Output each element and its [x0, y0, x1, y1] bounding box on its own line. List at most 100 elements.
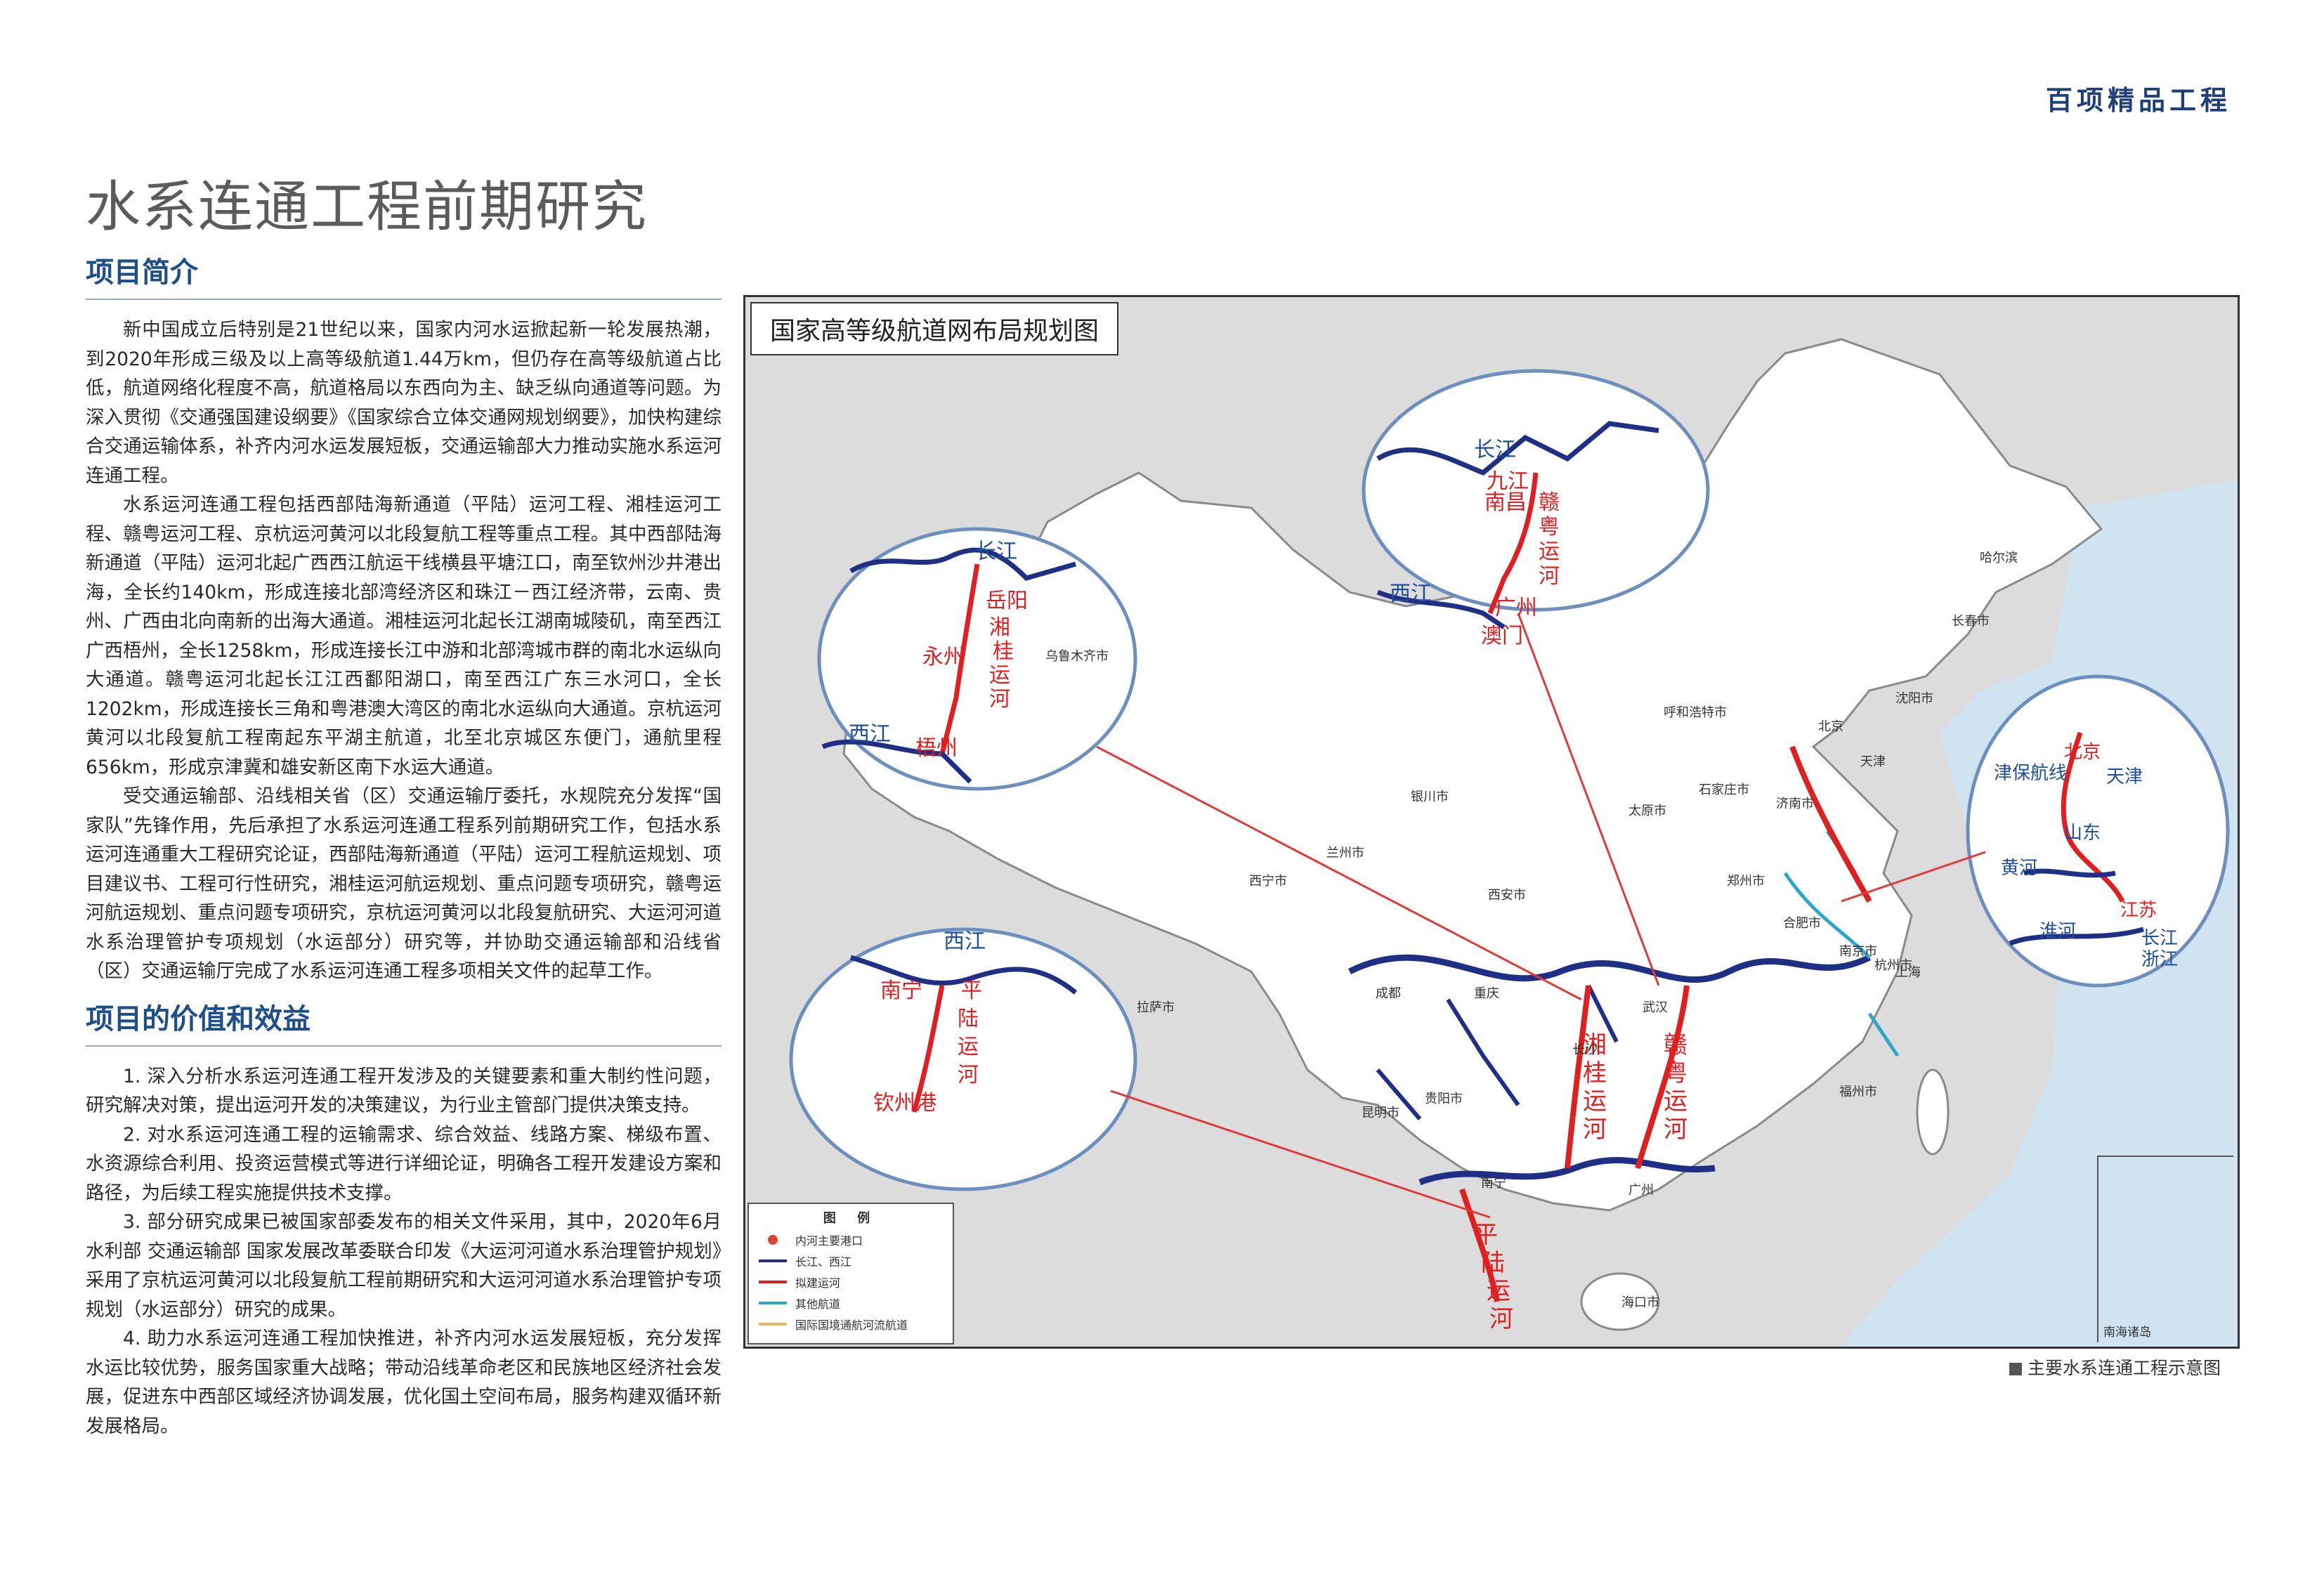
place-label: 呼和浩特市 [1664, 705, 1727, 720]
callout-label: 陆 [958, 1007, 979, 1031]
place-label: 天津 [1860, 754, 1886, 769]
callout-label: 西江 [849, 722, 891, 747]
canal-label: 赣 [1664, 1031, 1687, 1059]
line-swatch-icon [759, 1302, 787, 1304]
china-land [842, 338, 2103, 1212]
place-label: 海口市 [1621, 1295, 1659, 1310]
callout-label: 河 [989, 687, 1010, 712]
place-label: 太原市 [1628, 804, 1666, 818]
callout-label: 浙江 [2141, 949, 2179, 970]
callout-label: 天津 [2106, 766, 2143, 787]
yangtze-river [1347, 954, 1872, 983]
place-label: 贵阳市 [1425, 1092, 1463, 1106]
intro-paragraph-3: 受交通运输部、沿线相关省（区）交通运输厅委托，水规院充分发挥“国家队”先锋作用，… [86, 785, 722, 982]
place-label: 济南市 [1776, 797, 1814, 811]
callout-label: 岳阳 [986, 589, 1028, 613]
callout-label: 运 [989, 663, 1010, 688]
callout-label: 永州 [922, 645, 965, 669]
canal-label: 运 [1664, 1087, 1687, 1115]
south-china-sea-inset [2097, 1156, 2233, 1342]
value-paragraph-1: 1. 深入分析水系运河连通工程开发涉及的关键要素和重大制约性问题，研究解决对策，… [86, 1065, 722, 1117]
place-label: 成都 [1376, 986, 1401, 1001]
legend-item: 国际国境通航河流航道 [749, 1314, 953, 1335]
legend-item: 内河主要港口 [749, 1229, 953, 1250]
callout-label: 淮河 [2039, 921, 2077, 942]
line-swatch-icon [759, 1323, 787, 1326]
page-title: 水系连通工程前期研究 [86, 176, 648, 239]
place-label: 上海 [1895, 965, 1921, 980]
callout-label: 津保航线 [1994, 763, 2068, 784]
value-paragraph-3: 3. 部分研究成果已被国家部委发布的相关文件采用，其中，2020年6月水利部 交… [86, 1211, 722, 1321]
intro-paragraph-1: 新中国成立后特别是21世纪以来，国家内河水运掀起新一轮发展热潮，到2020年形成… [86, 319, 722, 487]
map-svg [745, 297, 2238, 1347]
place-label: 广州 [1628, 1183, 1654, 1198]
xianggui-canal [1565, 985, 1591, 1169]
place-label: 兰州市 [1326, 846, 1364, 861]
section-heading-intro: 项目简介 [86, 249, 722, 300]
callout-label: 粤 [1539, 515, 1560, 539]
callout-label: 桂 [993, 639, 1014, 664]
place-label: 长春市 [1952, 614, 1990, 629]
place-label: 武汉 [1643, 1000, 1668, 1015]
callout-label: 西江 [944, 929, 986, 954]
place-label: 北京 [1818, 719, 1843, 734]
canal-label: 湘 [1583, 1031, 1607, 1059]
callout-label: 平 [961, 979, 982, 1003]
callout-label: 南昌 [1484, 490, 1527, 515]
jinghang-canal [1789, 745, 1872, 903]
canal-label: 河 [1664, 1115, 1687, 1144]
canal-label: 粤 [1664, 1059, 1687, 1087]
xijiang-river [1418, 1157, 1716, 1186]
place-label: 重庆 [1474, 986, 1499, 1001]
callout-label: 运 [1539, 539, 1560, 564]
callout-label: 河 [958, 1063, 979, 1087]
hainan-island [1580, 1272, 1660, 1331]
callout-label: 广州 [1495, 596, 1537, 620]
callout-label: 澳门 [1481, 624, 1523, 648]
callout-label: 赣 [1539, 490, 1560, 515]
place-label: 西安市 [1488, 888, 1526, 903]
port-dot-icon [768, 1235, 778, 1245]
place-label: 杭州市 [1874, 958, 1912, 973]
legend-item: 拟建运河 [749, 1271, 953, 1293]
inset-label: 南海诸岛 [2103, 1326, 2151, 1340]
line-swatch-icon [759, 1259, 787, 1262]
tributary-rivers [1376, 984, 1619, 1120]
map-legend: 图 例 内河主要港口 长江、西江 拟建运河 其他航道 国际国境通航河流航道 [748, 1203, 954, 1344]
callout-jinghang [1966, 674, 2230, 988]
ganyue-canal [1635, 985, 1690, 1170]
callout-label: 长江 [2141, 928, 2179, 949]
place-label: 合肥市 [1783, 916, 1821, 931]
taiwan-island [1916, 1068, 1950, 1156]
callout-label: 九江 [1487, 469, 1529, 494]
callout-label: 长江 [1474, 438, 1516, 462]
callout-label: 北京 [2064, 742, 2101, 763]
canal-label: 河 [1489, 1305, 1513, 1333]
callout-label: 山东 [2064, 823, 2101, 844]
callout-label: 南宁 [880, 979, 922, 1003]
place-label: 昆明市 [1362, 1106, 1399, 1120]
line-swatch-icon [759, 1281, 787, 1283]
text-column: 项目简介 新中国成立后特别是21世纪以来，国家内河水运掀起新一轮发展热潮，到20… [86, 249, 722, 1441]
section-heading-value: 项目的价值和效益 [86, 996, 722, 1047]
place-label: 沈阳市 [1895, 691, 1933, 706]
legend-item: 其他航道 [749, 1293, 953, 1314]
map-title: 国家高等级航道网布局规划图 [750, 302, 1119, 355]
callout-label: 江苏 [2120, 900, 2157, 921]
brand-title: 百项精品工程 [2045, 84, 2231, 116]
callout-label: 运 [958, 1035, 979, 1059]
callout-pinglu [789, 927, 1137, 1191]
callout-label: 湘 [989, 615, 1010, 640]
place-label: 长沙 [1572, 1042, 1598, 1057]
intro-paragraph-2: 水系运河连通工程包括西部陆海新通道（平陆）运河工程、湘桂运河工程、赣粤运河工程、… [86, 494, 722, 778]
callout-label: 梧州 [915, 736, 958, 761]
canal-label: 运 [1583, 1087, 1607, 1115]
place-label: 南京市 [1839, 944, 1877, 959]
value-paragraph-2: 2. 对水系运河连通工程的运输需求、综合效益、线路方案、梯级布置、水资源综合利用… [86, 1123, 722, 1204]
callout-label: 钦州港 [873, 1091, 936, 1115]
place-label: 南宁 [1481, 1176, 1506, 1191]
pinglu-canal [1459, 1188, 1500, 1302]
place-label: 哈尔滨 [1980, 551, 2018, 565]
canal-label: 河 [1583, 1115, 1607, 1144]
value-paragraph-4: 4. 助力水系运河连通工程加快推进，补齐内河水运发展短板，充分发挥水运比较优势，… [86, 1328, 722, 1437]
